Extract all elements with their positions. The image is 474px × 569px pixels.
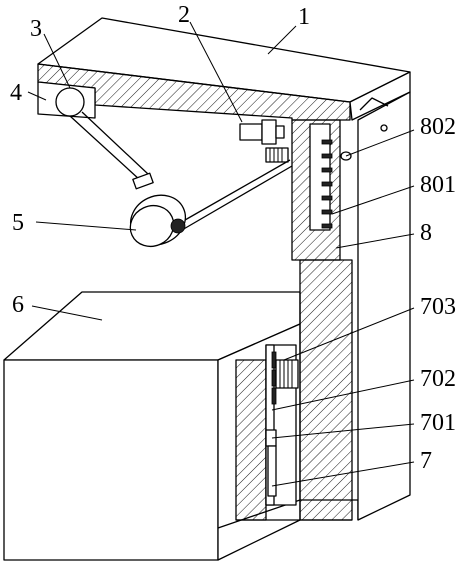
top-arm bbox=[37, 17, 411, 132]
label-4: 4 bbox=[10, 80, 22, 106]
label-8: 8 bbox=[420, 220, 432, 246]
label-703: 703 bbox=[420, 294, 456, 320]
leader-lines bbox=[27, 21, 415, 487]
label-802: 802 bbox=[420, 114, 456, 140]
rack-assembly bbox=[265, 344, 299, 506]
label-3: 3 bbox=[30, 16, 42, 42]
label-5: 5 bbox=[12, 210, 24, 236]
label-701: 701 bbox=[420, 410, 456, 436]
spring-strip bbox=[321, 139, 352, 229]
label-2: 2 bbox=[178, 2, 190, 28]
pulley-bracket bbox=[37, 81, 96, 119]
label-801: 801 bbox=[420, 172, 456, 198]
label-7: 7 bbox=[420, 448, 432, 474]
arm-gear bbox=[265, 147, 289, 163]
label-6: 6 bbox=[12, 292, 24, 318]
label-1: 1 bbox=[298, 4, 310, 30]
lever-wheel bbox=[69, 111, 293, 248]
motor bbox=[239, 119, 285, 145]
label-702: 702 bbox=[420, 366, 456, 392]
